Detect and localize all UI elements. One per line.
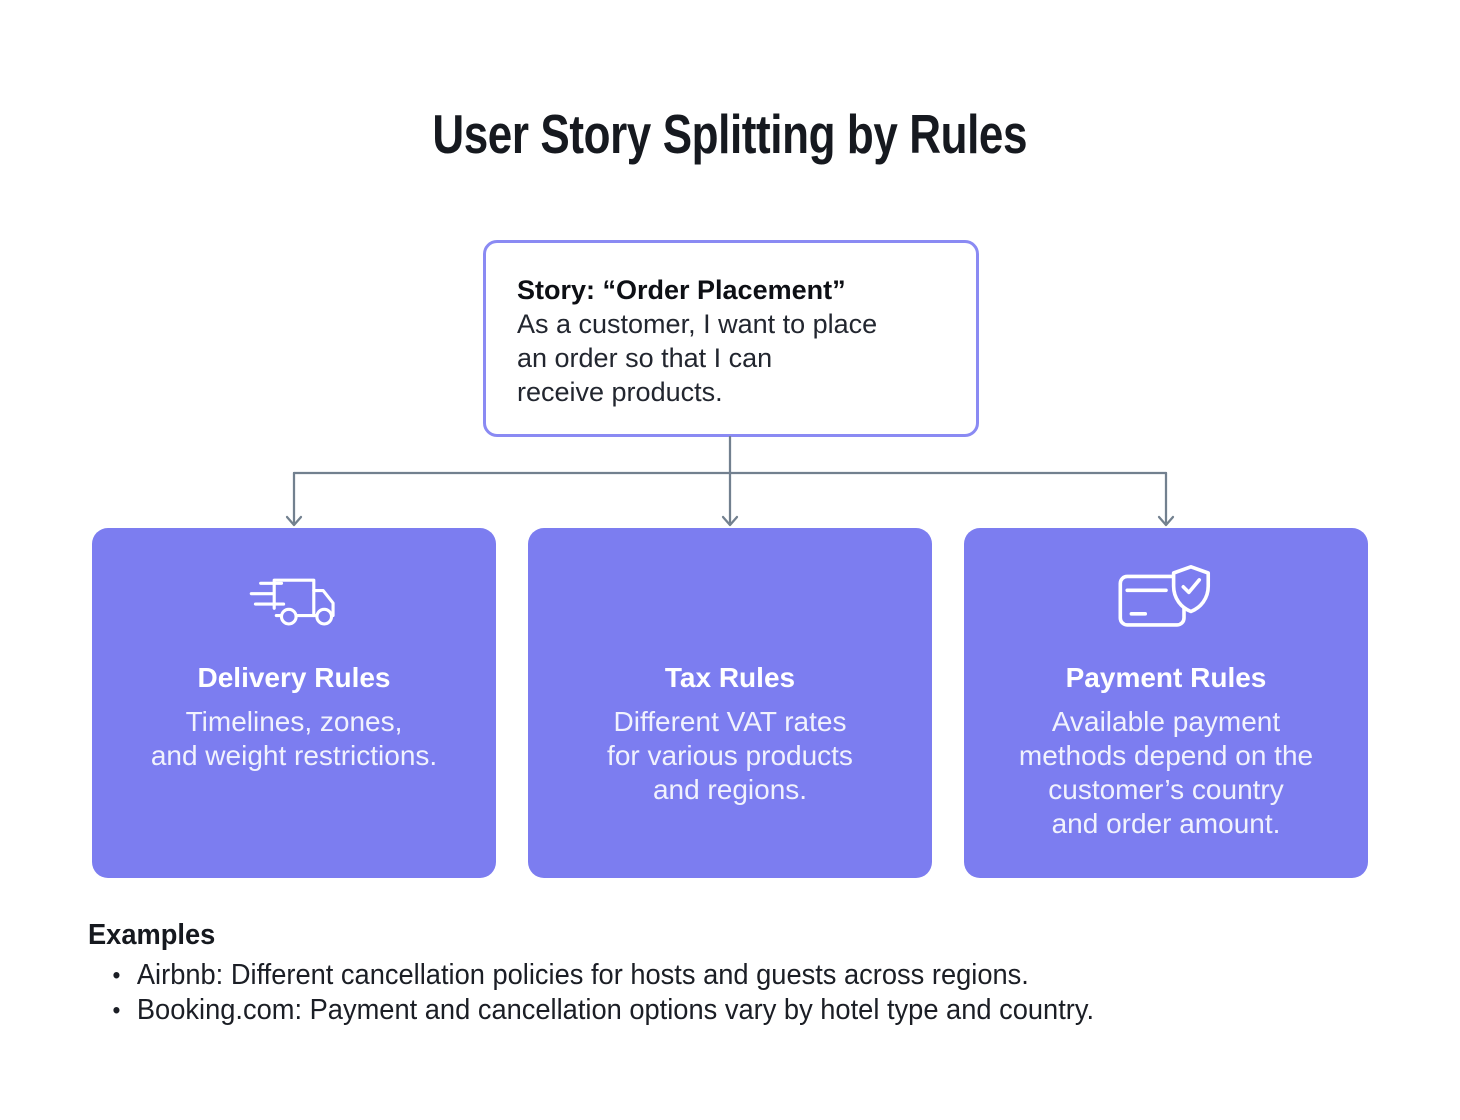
card-body: Available payment methods depend on the … xyxy=(1018,706,1314,839)
card-body: Timelines, zones, and weight restriction… xyxy=(150,706,438,771)
page-title-text: User Story Splitting by Rules xyxy=(432,103,1028,165)
story-card: Story: “Order Placement” As a customer, … xyxy=(483,240,979,437)
card-title: Payment Rules xyxy=(1065,662,1267,693)
arrowhead-left xyxy=(285,515,303,527)
payment-shield-icon xyxy=(964,564,1368,636)
page-title: User Story Splitting by Rules xyxy=(0,102,1460,166)
card-title: Tax Rules xyxy=(664,662,796,693)
examples-section: Examples Airbnb: Different cancellation … xyxy=(88,918,1348,1028)
connector-lines xyxy=(285,436,1175,527)
example-item-booking: Booking.com: Payment and cancellation op… xyxy=(88,993,1348,1028)
story-card-body: As a customer, I want to place an order … xyxy=(517,309,878,407)
example-item-airbnb: Airbnb: Different cancellation policies … xyxy=(88,958,1348,993)
story-card-title: Story: “Order Placement” xyxy=(517,275,846,305)
card-title: Delivery Rules xyxy=(197,662,391,693)
rule-card-tax: Tax Rules Different VAT rates for variou… xyxy=(528,528,932,878)
arrowhead-middle xyxy=(721,515,739,527)
examples-list: Airbnb: Different cancellation policies … xyxy=(88,958,1348,1028)
delivery-truck-icon xyxy=(92,568,496,636)
arrowhead-right xyxy=(1157,515,1175,527)
card-body: Different VAT rates for various products… xyxy=(607,706,853,805)
examples-heading: Examples xyxy=(88,919,216,951)
rule-card-delivery: Delivery Rules Timelines, zones, and wei… xyxy=(92,528,496,878)
rule-card-payment: Payment Rules Available payment methods … xyxy=(964,528,1368,878)
